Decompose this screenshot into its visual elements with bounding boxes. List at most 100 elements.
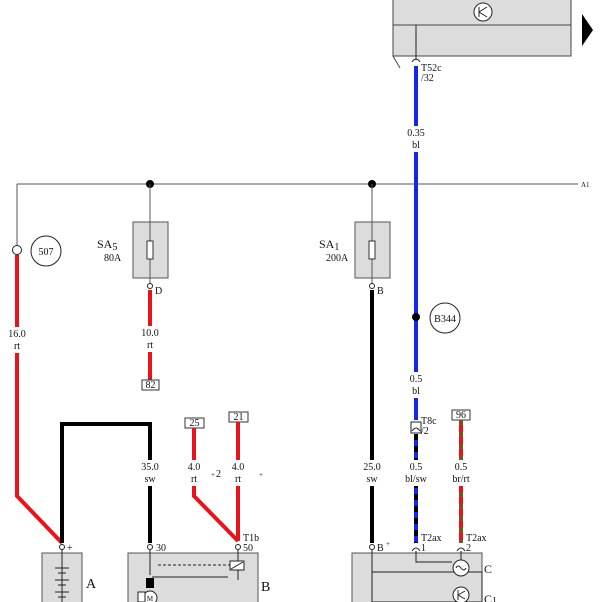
t8c-label: T8c [421, 416, 437, 427]
starter-b: 30 T1b 50 M B [127, 533, 270, 602]
fuse-terminal: D [155, 286, 162, 297]
wire-size: 4.0 [232, 462, 245, 473]
wire-label-bg [403, 460, 429, 486]
ref-25-label: 25 [190, 418, 200, 429]
starter-terminal-icon [235, 544, 241, 550]
wire-color: br/rt [452, 474, 469, 485]
wire-color: sw [144, 474, 156, 485]
t2ax-2-label: T2ax [466, 533, 487, 544]
ref-21-label: 21 [234, 412, 244, 423]
connector-pin-icon [411, 58, 421, 63]
wire-4-rt-pair: 25 21 4.0 rt 4.0 rt + 2 + [184, 411, 263, 543]
battery-a: + A [41, 543, 97, 602]
wire-label-bg [406, 372, 426, 398]
wire-color: sw [366, 474, 378, 485]
fuse-name: SA1 [319, 237, 339, 253]
fuse-terminal-icon [147, 283, 153, 289]
wire-size: 0.5 [410, 374, 423, 385]
wire-size: 4.0 [188, 462, 201, 473]
fuse-sa1: SA1 200A B 25.0 sw [319, 184, 391, 543]
wire-label-bg [404, 126, 428, 152]
fuse-rating: 200A [326, 253, 349, 264]
wire-label-bg [6, 327, 28, 353]
splice-b344-circle [429, 302, 461, 334]
wire-size: 0.5 [410, 462, 423, 473]
control-unit-slant [392, 55, 401, 69]
t2ax-1-label: T2ax [421, 533, 442, 544]
connector-pin-icon [411, 547, 421, 552]
contact-icon [146, 578, 154, 588]
wire-red-4-a [192, 428, 240, 543]
wire-size: 10.0 [141, 328, 159, 339]
wire-label-bg [139, 326, 161, 352]
wire-red-16 [15, 255, 64, 545]
two-mark: 2 [216, 469, 221, 480]
fuse-rating: 80A [104, 253, 122, 264]
starter-label: B [261, 580, 270, 595]
rail-label: A1 [581, 181, 590, 189]
alternator-pin-b: B [377, 543, 384, 554]
ref-82-box [141, 379, 160, 391]
wire-label-bg [139, 460, 161, 486]
terminal-icon [12, 245, 22, 255]
fuse-icon [146, 240, 154, 260]
ground-507-label: 507 [39, 247, 54, 258]
starter-terminal-icon [147, 544, 153, 550]
splice-junction [412, 313, 420, 321]
t52c-label: T52c [421, 63, 442, 74]
t1b-pin: 50 [243, 543, 253, 554]
ref-82-label: 82 [146, 380, 156, 391]
fuse-sa5: SA5 80A D 10.0 rt 82 [97, 184, 169, 391]
splice-b344-label: B344 [434, 314, 456, 325]
wire-label-bg [449, 460, 473, 486]
continuation-arrow-icon [582, 14, 593, 46]
wire-color: bl [412, 386, 420, 397]
regulator-symbol [455, 565, 467, 571]
fuse-terminal-icon [369, 283, 375, 289]
brush-icon [137, 591, 146, 602]
t1b-label: T1b [243, 533, 259, 544]
battery-label: A [86, 577, 97, 592]
wire-blue-signal: 0.35 bl B344 0.5 bl T8c /2 0.5 bl/sw [403, 66, 461, 543]
wire-size: 0.5 [455, 462, 468, 473]
connector-pin-icon [456, 547, 466, 552]
battery-plus: + [67, 543, 73, 554]
alternator-c: B + T2ax 1 T2ax 2 C C1 [351, 533, 497, 602]
t2ax-1-pin: 1 [421, 543, 426, 554]
battery-terminal-icon [59, 544, 65, 550]
ground-507-circle [30, 235, 62, 267]
wire-size: 16.0 [8, 329, 26, 340]
alternator-terminal-icon [369, 544, 375, 550]
wire-color: rt [147, 340, 153, 351]
alternator-plus: + [386, 540, 390, 548]
plus-mark: + [259, 471, 263, 479]
wire-35-sw: 35.0 sw [60, 422, 161, 543]
transistor-icon [473, 2, 493, 22]
starter-pin-30: 30 [156, 543, 166, 554]
motor-symbol: M [147, 595, 154, 602]
wire-size: 25.0 [363, 462, 381, 473]
wire-label-bg [361, 460, 383, 486]
transistor-symbol [457, 590, 466, 600]
wire-color: rt [191, 474, 197, 485]
transistor-icon [452, 586, 470, 602]
fuse-terminal: B [377, 286, 384, 297]
fuse-icon [368, 240, 376, 260]
ref-96-label: 96 [456, 410, 466, 421]
wire-color: rt [235, 474, 241, 485]
wire-size: 35.0 [141, 462, 159, 473]
t52c-pin: /32 [421, 73, 434, 84]
connector-pin-icon [411, 427, 421, 432]
wire-color: bl/sw [405, 474, 427, 485]
wire-color: rt [14, 341, 20, 352]
wire-black-35 [60, 422, 152, 543]
rail-a1: A1 [17, 180, 590, 189]
wire-br-rt: 96 0.5 br/rt [449, 409, 473, 543]
t2ax-2-pin: 2 [466, 543, 471, 554]
alternator-label-c1: C1 [484, 592, 497, 602]
wire-label-bg [228, 460, 248, 486]
wire-color: bl [412, 140, 420, 151]
transistor-symbol [478, 6, 488, 18]
solenoid-coil [230, 561, 244, 570]
